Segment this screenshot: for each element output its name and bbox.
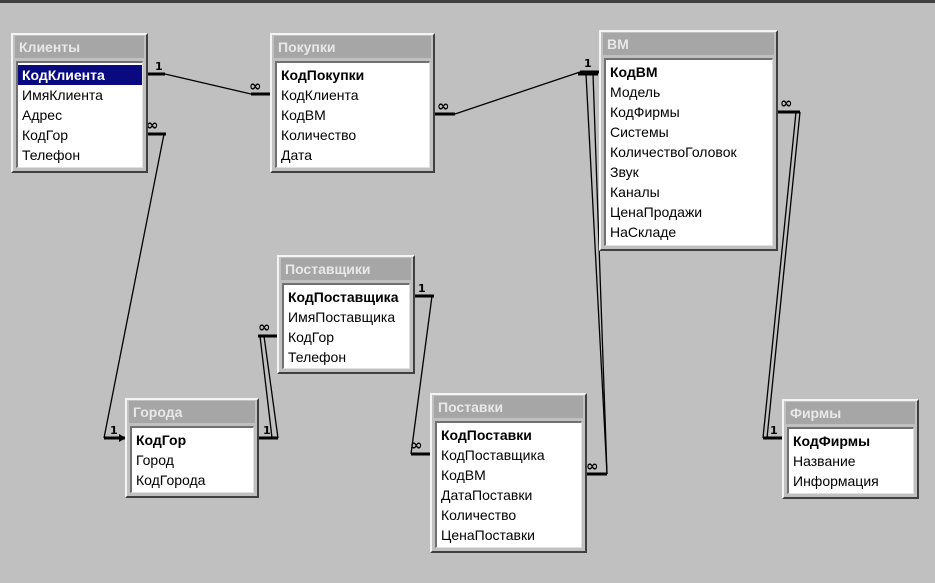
table-title[interactable]: ВМ [603, 33, 774, 55]
field-telefon[interactable]: Телефон [288, 349, 347, 365]
many-label: ∞ [146, 116, 159, 134]
field-adres[interactable]: Адрес [22, 107, 63, 123]
table-vm[interactable]: ВМ КодВМ Модель КодФирмы Системы Количес… [599, 30, 778, 251]
one-label: 1 [584, 57, 592, 70]
field-kanaly[interactable]: Каналы [610, 184, 660, 200]
table-goroda[interactable]: Города КодГор Город КодГорода [125, 398, 259, 498]
table-title[interactable]: Фирмы [786, 402, 915, 424]
field-kodklienta[interactable]: КодКлиента [281, 87, 359, 103]
field-zvuk[interactable]: Звук [610, 164, 639, 180]
many-label: ∞ [258, 318, 271, 336]
field-informatsiya[interactable]: Информация [793, 473, 879, 489]
field-list[interactable]: КодВМ Модель КодФирмы Системы Количество… [604, 58, 773, 246]
relationship-postavshchiki-postavki[interactable]: 1 ∞ [410, 282, 434, 456]
field-list[interactable]: КодФирмы Название Информация [787, 427, 914, 494]
one-label: 1 [155, 60, 163, 73]
field-kodgor[interactable]: КодГор [136, 432, 187, 448]
field-tsenaprodazhi[interactable]: ЦенаПродажи [610, 204, 703, 220]
relationship-firmy-vm[interactable]: 1 ∞ [762, 94, 801, 440]
table-klienty[interactable]: Клиенты КодКлиента ИмяКлиента Адрес КодГ… [11, 33, 148, 173]
field-datapostavki[interactable]: ДатаПоставки [441, 487, 533, 503]
field-kodvm[interactable]: КодВМ [281, 107, 326, 123]
field-kodvm[interactable]: КодВМ [441, 467, 486, 483]
field-kodgor[interactable]: КодГор [22, 127, 69, 143]
table-firmy[interactable]: Фирмы КодФирмы Название Информация [782, 399, 919, 499]
field-kolichestvo[interactable]: Количество [441, 507, 517, 523]
field-kodfirmy[interactable]: КодФирмы [610, 104, 680, 120]
table-title[interactable]: Города [129, 401, 255, 423]
field-nazvanie[interactable]: Название [793, 453, 856, 469]
field-list[interactable]: КодГор Город КодГорода [130, 426, 254, 493]
one-label: 1 [418, 282, 426, 295]
one-label: 1 [110, 424, 118, 437]
many-label: ∞ [249, 77, 262, 95]
field-imyapostavshchika[interactable]: ИмяПоставщика [288, 309, 396, 325]
table-postavshchiki[interactable]: Поставщики КодПоставщика ИмяПоставщика К… [277, 255, 415, 374]
many-label: ∞ [586, 457, 599, 475]
field-kodklienta[interactable]: КодКлиента [18, 65, 142, 85]
field-telefon[interactable]: Телефон [22, 147, 81, 163]
field-model[interactable]: Модель [610, 84, 661, 100]
relationship-goroda-postavshchiki[interactable]: 1 ∞ [258, 318, 279, 440]
field-kodpostavshchika[interactable]: КодПоставщика [288, 289, 399, 305]
table-title[interactable]: Поставки [434, 396, 583, 418]
many-label: ∞ [410, 436, 423, 454]
field-nasklade[interactable]: НаСкладе [610, 224, 677, 240]
field-kodpokupki[interactable]: КодПокупки [281, 67, 365, 83]
relationship-vm-postavki[interactable]: ∞ [578, 72, 608, 476]
field-tsenapostavki[interactable]: ЦенаПоставки [441, 527, 535, 543]
field-data[interactable]: Дата [281, 147, 313, 163]
table-postavki[interactable]: Поставки КодПоставки КодПоставщика КодВМ… [430, 393, 587, 553]
field-list[interactable]: КодПоставщика ИмяПоставщика КодГор Телеф… [282, 283, 410, 369]
relationship-klienty-pokupki[interactable]: 1 ∞ [147, 60, 271, 96]
table-title[interactable]: Покупки [274, 36, 431, 58]
many-label: ∞ [780, 94, 793, 112]
field-gorod[interactable]: Город [136, 452, 174, 468]
field-kodpostavki[interactable]: КодПоставки [441, 427, 532, 443]
field-kodgoroda[interactable]: КодГорода [136, 472, 206, 488]
field-kodpostavshchika[interactable]: КодПоставщика [441, 447, 545, 463]
one-label: 1 [263, 424, 271, 437]
field-sistemy[interactable]: Системы [610, 124, 669, 140]
table-title[interactable]: Поставщики [281, 258, 411, 280]
field-kolichestvogolovok[interactable]: КоличествоГоловок [610, 144, 737, 160]
field-kodgor[interactable]: КодГор [288, 329, 335, 345]
field-kolichestvo[interactable]: Количество [281, 127, 357, 143]
field-kodvm[interactable]: КодВМ [610, 64, 658, 80]
field-kodfirmy[interactable]: КодФирмы [793, 433, 871, 449]
field-list[interactable]: КодПоставки КодПоставщика КодВМ ДатаПост… [435, 421, 582, 548]
relationship-pokupki-vm[interactable]: 1 ∞ [435, 57, 600, 116]
field-list[interactable]: КодПокупки КодКлиента КодВМ Количество Д… [275, 61, 430, 168]
table-pokupki[interactable]: Покупки КодПокупки КодКлиента КодВМ Коли… [270, 33, 435, 173]
relationship-goroda-klienty[interactable]: 1 ∞ [103, 116, 166, 442]
field-list[interactable]: КодКлиента ИмяКлиента Адрес КодГор Телеф… [16, 61, 143, 168]
one-label: 1 [770, 424, 778, 437]
field-imyaklienta[interactable]: ИмяКлиента [22, 87, 103, 103]
many-label: ∞ [437, 97, 450, 115]
window-top-border [0, 0, 935, 3]
table-title[interactable]: Клиенты [15, 36, 144, 58]
